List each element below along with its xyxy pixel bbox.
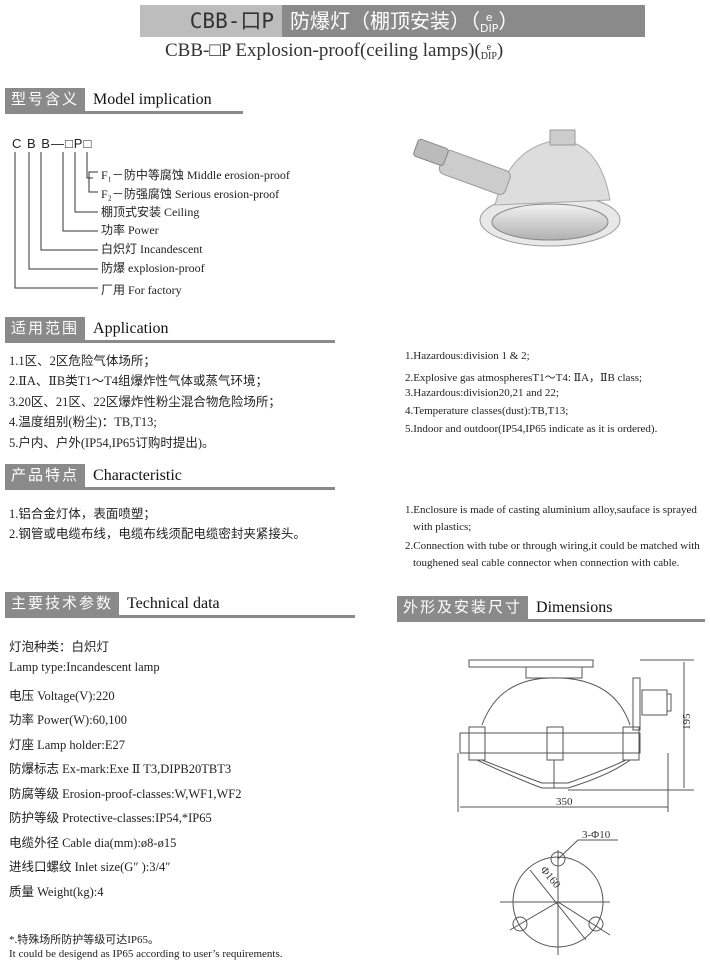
- tech-item: 防爆标志 Ex-mark:Exe Ⅱ T3,DIPB20TBT3: [9, 762, 232, 776]
- characteristic-zh-item: 1.铝合金灯体，表面喷塑；: [9, 507, 156, 521]
- characteristic-en-item: 2.Connection with tube or through wiring…: [405, 540, 700, 552]
- ex-sup: e: [485, 10, 493, 24]
- tech-item: 灯泡种类：白炽灯: [9, 640, 110, 654]
- application-zh-item: 2.ⅡA、ⅡB类T1～T4组爆炸性气体或蒸气环境；: [9, 374, 269, 388]
- section-dimensions: 外形及安装尺寸 Dimensions: [397, 596, 705, 622]
- model-item: 棚顶式安装 Ceiling: [101, 205, 200, 219]
- title-close: ）: [498, 9, 519, 33]
- section-zh: 产品特点: [5, 464, 86, 487]
- model-bracket-lines: [14, 152, 98, 289]
- model-item: 厂用 For factory: [101, 283, 182, 297]
- section-characteristic: 产品特点 Characteristic: [5, 464, 335, 490]
- dim-pcd: Φ160: [538, 864, 563, 891]
- application-zh-item: 4.温度组别(粉尘)：TB,T13;: [9, 415, 157, 429]
- model-item: F₂－防强腐蚀 Serious erosion-proof: [101, 187, 280, 201]
- application-en-item: 5.Indoor and outdoor(IP54,IP65 indicate …: [405, 423, 658, 435]
- application-en-item: 3.Hazardous:division20,21 and 22;: [405, 387, 559, 399]
- ex-sup-en: e: [486, 41, 492, 53]
- ex-sub-en: DIP: [480, 50, 497, 62]
- section-en: Technical data: [127, 595, 220, 612]
- model-item: F₁－防中等腐蚀 Middle erosion-proof: [101, 168, 290, 182]
- tech-item: 质量 Weight(kg):4: [9, 885, 104, 899]
- tech-item: 防腐等级 Erosion-proof-classes:W,WF1,WF2: [9, 787, 242, 801]
- tech-item: 电缆外径 Cable dia(mm):ø8-ø15: [9, 836, 177, 850]
- application-zh-item: 5.户内、户外(IP54,IP65订购时提出)。: [9, 436, 215, 450]
- footnote-en: It could be desigend as IP65 according t…: [9, 948, 283, 960]
- section-zh: 主要技术参数: [5, 592, 120, 615]
- section-technical: 主要技术参数 Technical data: [5, 592, 355, 618]
- section-en: Dimensions: [536, 599, 613, 616]
- tech-item: 功率 Power(W):60,100: [9, 713, 128, 727]
- model-item: 白炽灯 Incandescent: [101, 242, 203, 256]
- product-photo: [413, 129, 621, 247]
- application-zh-item: 1.1区、2区危险气体场所；: [9, 354, 156, 368]
- model-code: C B B—□P□: [12, 136, 93, 151]
- dim-height: 195: [681, 713, 693, 730]
- tech-item: 防护等级 Protective-classes:IP54,*IP65: [9, 811, 212, 825]
- section-en: Model implication: [93, 91, 212, 108]
- application-en-item: 2.Explosive gas atmospheresT1～T4: ⅡA，ⅡB …: [405, 372, 643, 384]
- section-model: 型号含义 Model implication: [5, 88, 243, 114]
- tech-item: 灯座 Lamp holder:E27: [9, 738, 125, 752]
- model-item: 防爆 explosion-proof: [101, 261, 205, 275]
- footnote-zh: *.特殊场所防护等级可达IP65。: [9, 934, 160, 946]
- section-application: 适用范围 Application: [5, 317, 335, 343]
- tech-item: 电压 Voltage(V):220: [9, 689, 115, 703]
- characteristic-en-item: 1.Enclosure is made of casting aluminium…: [405, 504, 697, 516]
- application-en-item: 4.Temperature classes(dust):TB,T13;: [405, 405, 569, 417]
- tech-item: Lamp type:Incandescent lamp: [9, 660, 160, 674]
- characteristic-en-item: with plastics;: [413, 521, 472, 533]
- section-en: Application: [93, 320, 169, 337]
- application-zh-item: 3.20区、21区、22区爆炸性粉尘混合物危险场所；: [9, 395, 281, 409]
- characteristic-en-item: toughened seal cable connector when conn…: [413, 557, 680, 569]
- title-model: CBB-口P: [140, 5, 282, 37]
- section-en: Characteristic: [93, 467, 182, 484]
- ex-sub: DIP: [480, 21, 499, 35]
- section-zh: 型号含义: [5, 88, 86, 111]
- section-zh: 外形及安装尺寸: [397, 596, 529, 619]
- tech-item: 进线口螺纹 Inlet size(G″ ):3/4″: [9, 860, 171, 874]
- dimension-drawing: 350 195 3-Φ10 Φ160: [457, 659, 694, 955]
- section-zh: 适用范围: [5, 317, 86, 340]
- dim-width: 350: [556, 796, 573, 808]
- title-zh-text: 防爆灯（棚顶安装）（: [290, 9, 480, 33]
- characteristic-zh-item: 2.钢管或电缆布线，电缆布线须配电缆密封夹紧接头。: [9, 527, 306, 541]
- title-en-text: CBB-□P Explosion-proof(ceiling lamps)(: [165, 40, 481, 61]
- application-en-item: 1.Hazardous:division 1 & 2;: [405, 350, 530, 362]
- model-item: 功率 Power: [101, 223, 159, 237]
- dim-holes: 3-Φ10: [582, 829, 611, 841]
